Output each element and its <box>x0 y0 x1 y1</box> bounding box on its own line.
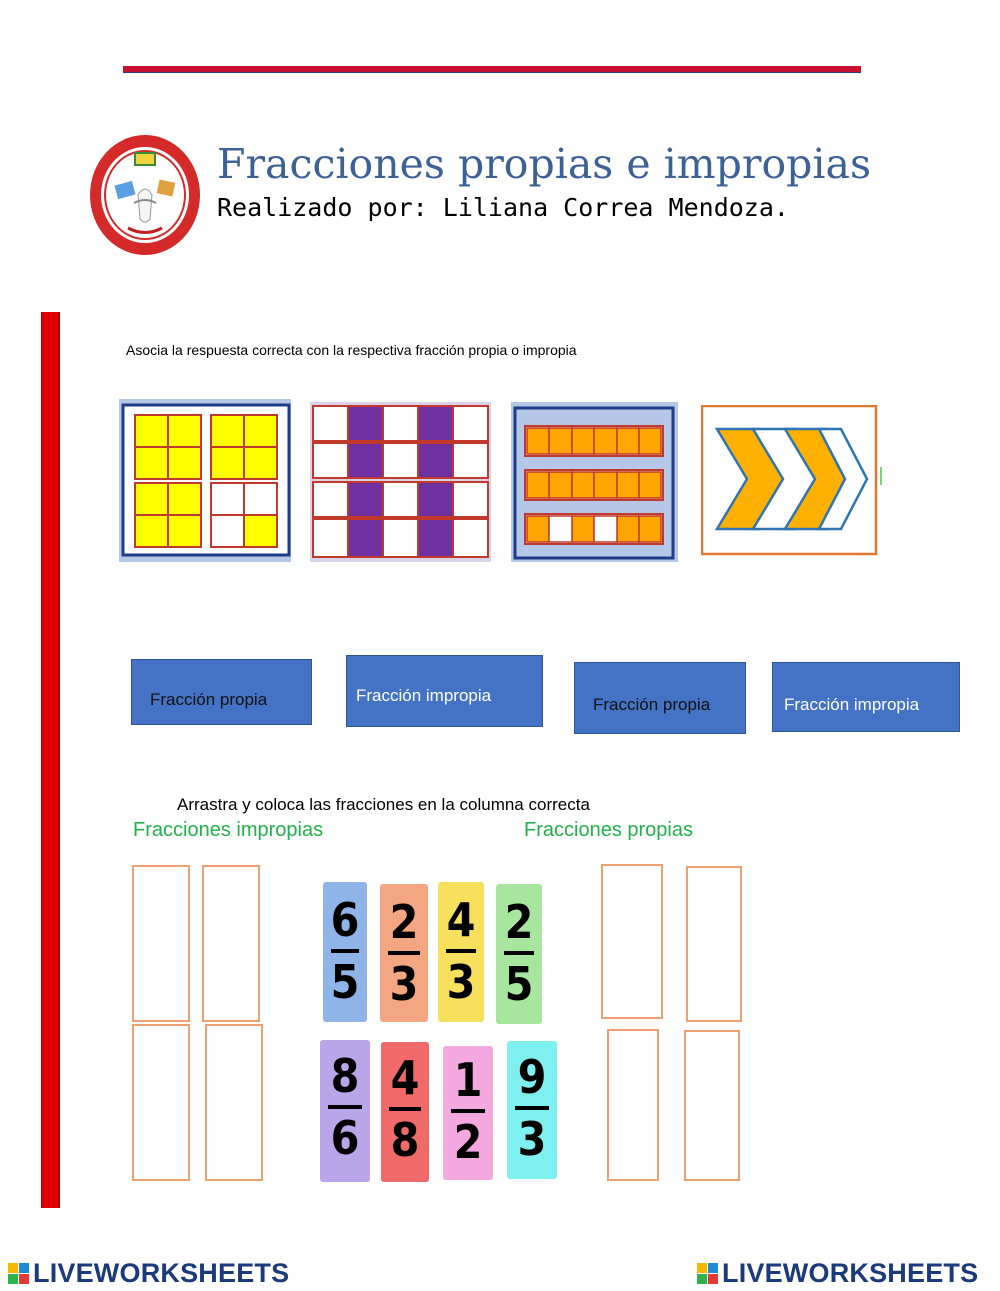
fraction-picture-4 <box>700 404 885 556</box>
answer-label: Fracción impropia <box>356 686 492 705</box>
tile-numerator: 6 <box>330 893 360 947</box>
tile-numerator: 9 <box>517 1050 547 1104</box>
instruction-match: Asocia la respuesta correcta con la resp… <box>126 342 577 358</box>
fraction-tile[interactable]: 6 5 <box>323 882 367 1022</box>
column-title-proper: Fracciones propias <box>524 819 693 841</box>
drop-zone-proper-4[interactable] <box>684 1030 740 1181</box>
answer-label: Fracción impropia <box>784 695 920 714</box>
fraction-tile[interactable]: 8 6 <box>320 1040 370 1182</box>
fraction-picture-1 <box>119 399 291 562</box>
drop-zone-proper-2[interactable] <box>686 866 742 1022</box>
drop-zone-improper-3[interactable] <box>132 1024 190 1181</box>
tile-numerator: 1 <box>453 1053 483 1107</box>
footer-logo-right: LIVEWORKSHEETS <box>697 1258 978 1289</box>
tile-fraction-bar <box>451 1109 485 1113</box>
tile-numerator: 2 <box>389 895 419 949</box>
fraction-tile[interactable]: 9 3 <box>507 1041 557 1179</box>
tile-denominator: 6 <box>330 1111 360 1165</box>
school-seal-logo <box>88 133 203 258</box>
drop-zone-improper-1[interactable] <box>132 865 190 1022</box>
tile-denominator: 3 <box>446 955 476 1009</box>
tile-numerator: 4 <box>390 1051 420 1105</box>
footer-brand: LIVEWORKSHEETS <box>33 1258 290 1288</box>
fraction-tile[interactable]: 4 3 <box>438 882 484 1022</box>
page-title: Fracciones propias e impropias <box>217 140 872 188</box>
tile-fraction-bar <box>328 1105 362 1109</box>
liveworksheets-icon <box>8 1262 30 1285</box>
answer-label: Fracción propia <box>150 690 268 709</box>
answer-box-2[interactable]: Fracción impropia <box>346 655 543 727</box>
fraction-tile[interactable]: 1 2 <box>443 1046 493 1180</box>
tile-numerator: 4 <box>446 893 476 947</box>
liveworksheets-icon <box>697 1262 719 1285</box>
column-title-improper: Fracciones impropias <box>133 819 324 841</box>
tile-fraction-bar <box>389 1107 421 1111</box>
tile-denominator: 3 <box>389 957 419 1011</box>
tile-fraction-bar <box>504 951 534 955</box>
tile-denominator: 5 <box>330 955 360 1009</box>
fraction-tile[interactable]: 2 3 <box>380 884 428 1022</box>
drop-zone-proper-1[interactable] <box>601 864 663 1019</box>
tile-denominator: 5 <box>504 957 534 1011</box>
fraction-tile[interactable]: 4 8 <box>381 1042 429 1182</box>
tile-fraction-bar <box>515 1106 549 1110</box>
footer-brand: LIVEWORKSHEETS <box>722 1258 979 1288</box>
footer-logo-left: LIVEWORKSHEETS <box>8 1258 289 1289</box>
drop-zone-proper-3[interactable] <box>607 1029 659 1181</box>
answer-box-1[interactable]: Fracción propia <box>131 659 312 725</box>
drop-zone-improper-4[interactable] <box>205 1024 263 1181</box>
tile-numerator: 8 <box>330 1049 360 1103</box>
tile-fraction-bar <box>446 949 476 953</box>
tile-numerator: 2 <box>504 895 534 949</box>
answer-box-3[interactable]: Fracción propia <box>574 662 746 734</box>
fraction-picture-3 <box>511 402 678 562</box>
tile-fraction-bar <box>331 949 359 953</box>
answer-label: Fracción propia <box>593 695 711 714</box>
tile-denominator: 2 <box>453 1115 483 1169</box>
tile-denominator: 8 <box>390 1113 420 1167</box>
answer-box-4[interactable]: Fracción impropia <box>772 662 960 732</box>
instruction-drag: Arrastra y coloca las fracciones en la c… <box>177 795 590 814</box>
fraction-picture-2 <box>310 402 491 562</box>
side-bar-decoration <box>41 312 58 1208</box>
author-line: Realizado por: Liliana Correa Mendoza. <box>217 193 789 222</box>
fraction-tile[interactable]: 2 5 <box>496 884 542 1024</box>
tile-fraction-bar <box>388 951 420 955</box>
tile-denominator: 3 <box>517 1112 547 1166</box>
top-rule <box>123 66 861 73</box>
drop-zone-improper-2[interactable] <box>202 865 260 1022</box>
